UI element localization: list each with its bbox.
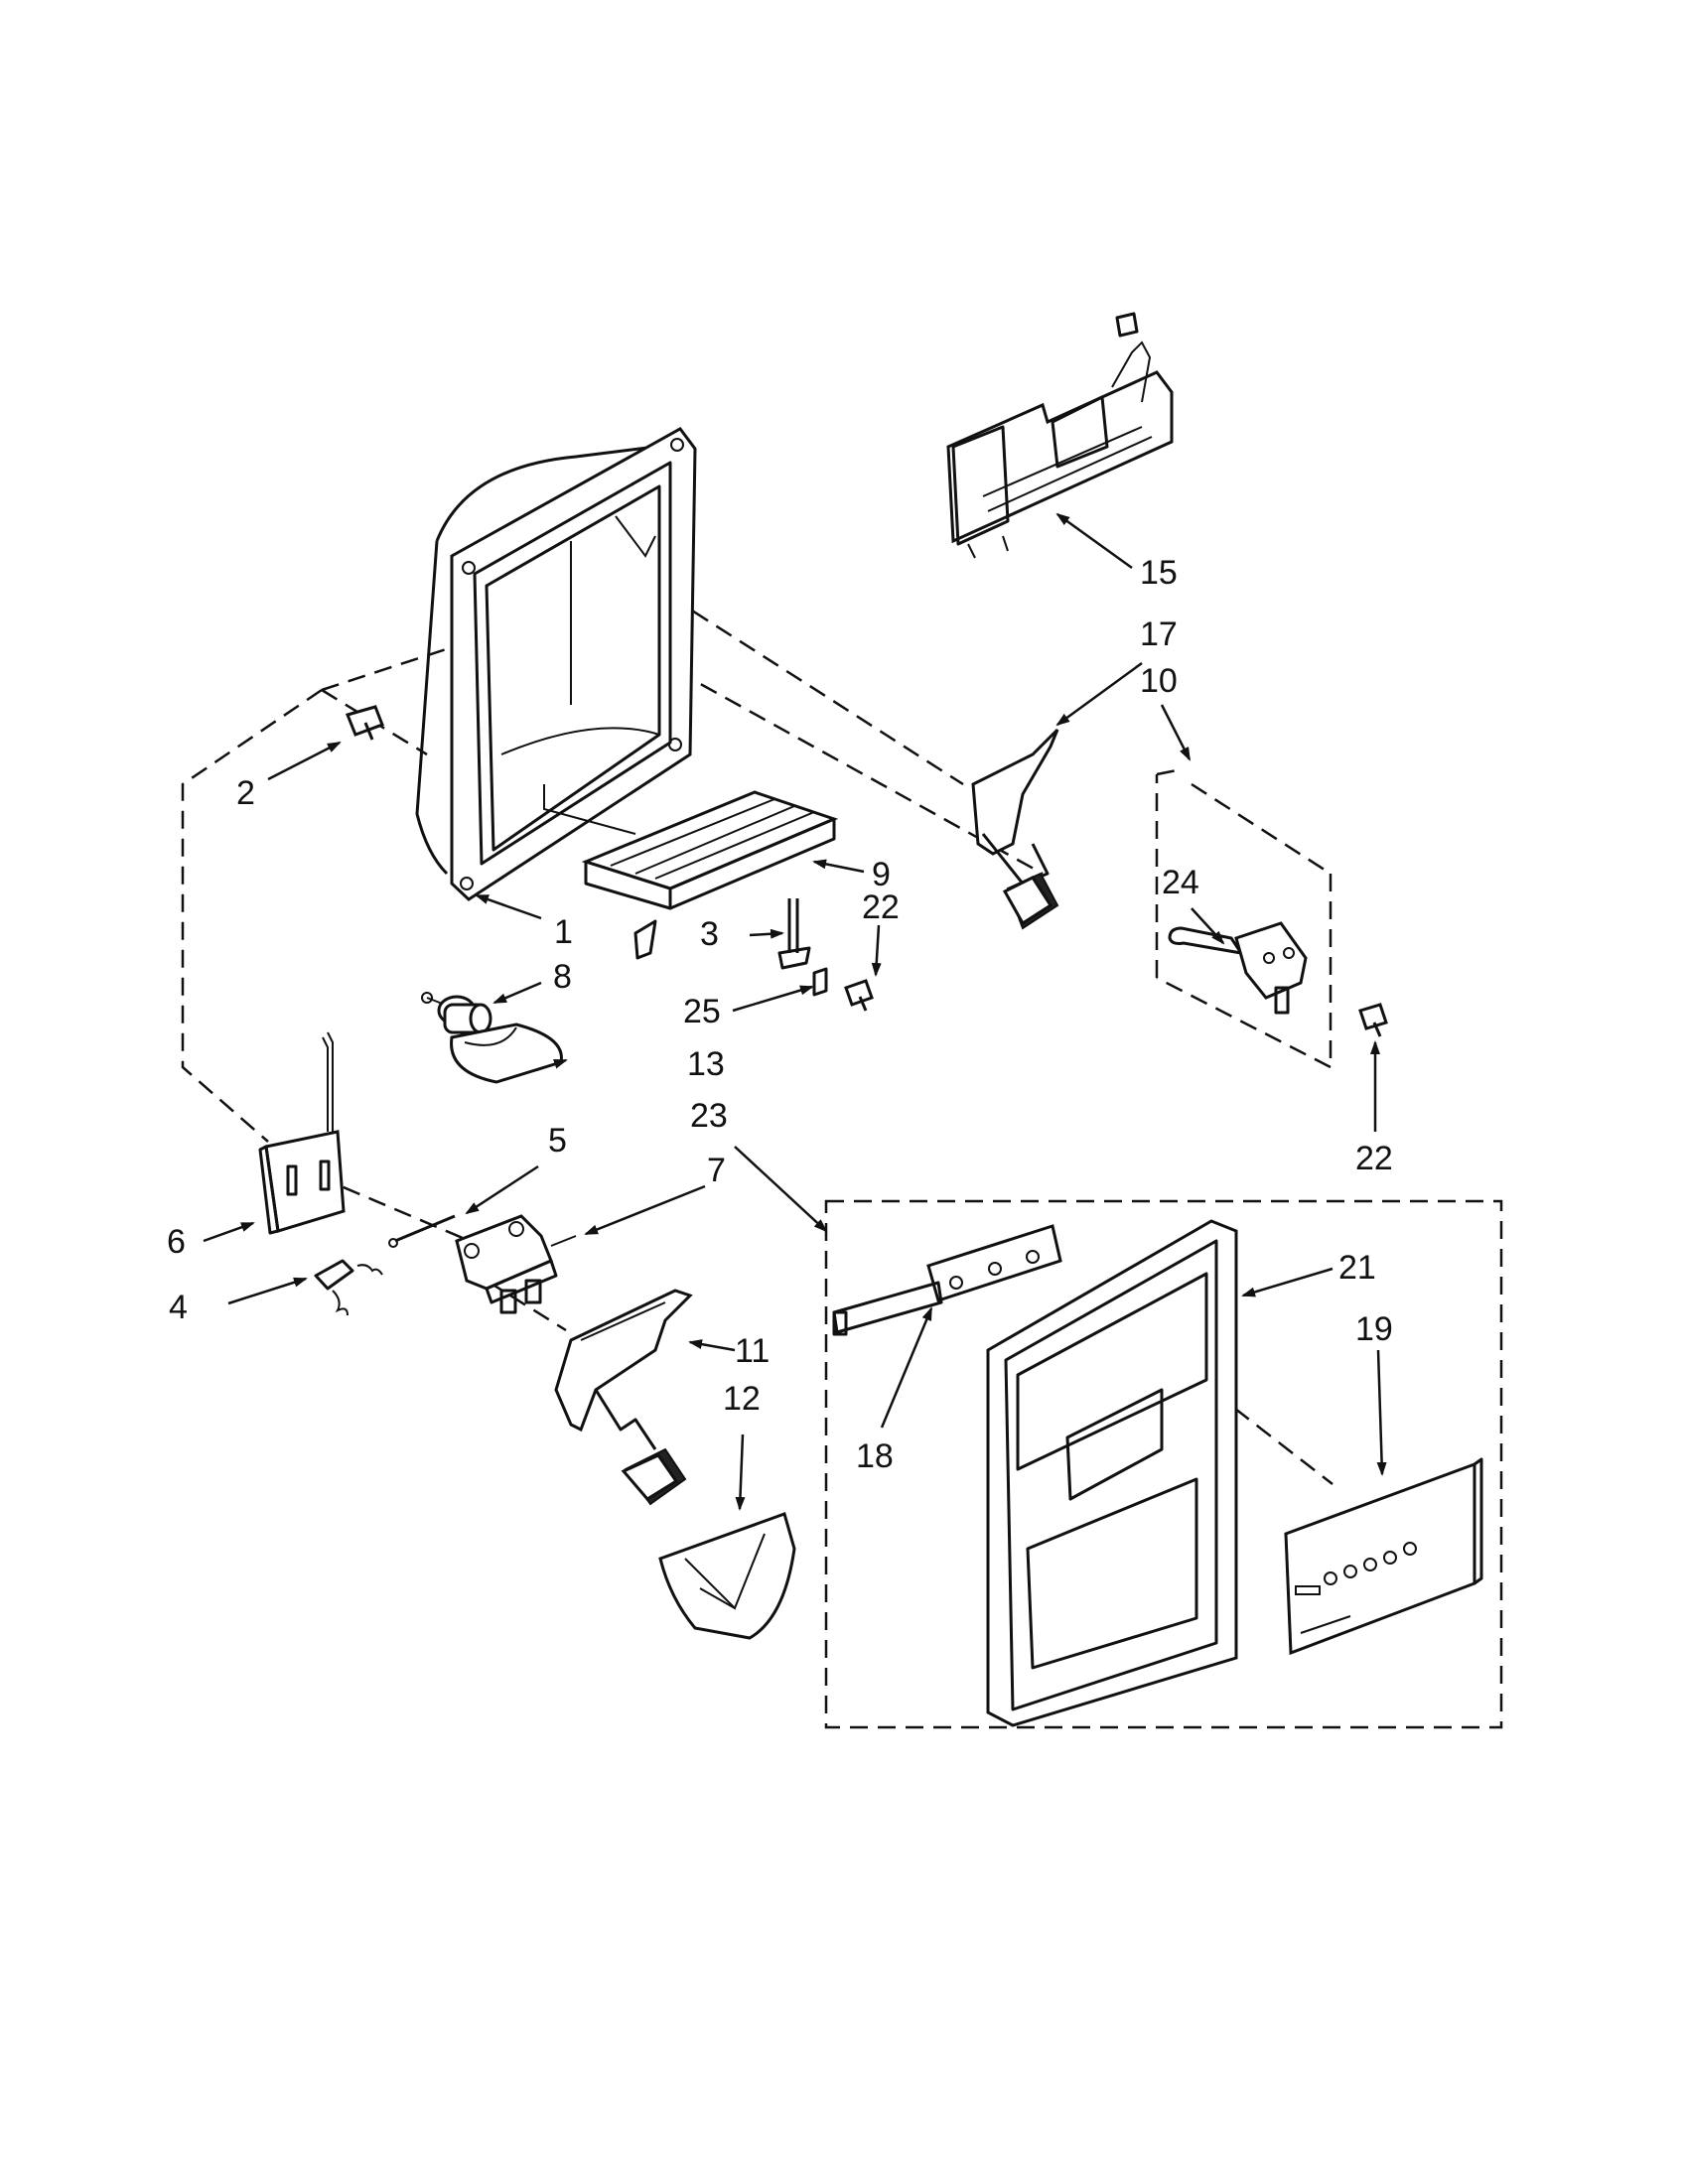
callout-17: 17 <box>1140 615 1178 653</box>
callout-4: 4 <box>169 1289 188 1326</box>
part-9-drip-tray <box>581 790 839 960</box>
callout-24: 24 <box>1162 864 1199 901</box>
part-4-spring <box>314 1259 383 1316</box>
part-25-clip <box>812 967 828 997</box>
callout-25: 25 <box>683 993 721 1030</box>
callout-7: 7 <box>707 1152 726 1189</box>
callout-5: 5 <box>548 1122 567 1160</box>
leader-lines <box>203 512 1387 1511</box>
part-22-screw-right <box>1358 1003 1388 1037</box>
callout-1: 1 <box>554 913 573 951</box>
part-21-front-panel <box>986 1219 1238 1727</box>
callout-13: 13 <box>687 1045 725 1083</box>
callout-11: 11 <box>735 1332 770 1370</box>
part-7-actuator <box>455 1214 577 1314</box>
callout-22-right: 22 <box>1355 1140 1393 1177</box>
callout-18: 18 <box>856 1437 894 1475</box>
callout-12: 12 <box>723 1380 761 1418</box>
part-22-screw-center <box>844 979 874 1012</box>
part-2-screw <box>345 705 384 741</box>
callout-19: 19 <box>1355 1310 1393 1348</box>
part-19-control-label <box>1284 1457 1483 1656</box>
part-24-arm <box>1168 921 1308 1015</box>
part-10-assembly-box <box>1155 767 1333 1069</box>
part-18-control-board <box>832 1224 1062 1336</box>
part-1-dispenser-housing <box>415 427 697 901</box>
callout-23: 23 <box>690 1097 728 1135</box>
part-17-ice-paddle <box>971 728 1059 930</box>
callout-2: 2 <box>236 774 255 812</box>
part-5-rod <box>388 1214 456 1248</box>
part-6-switch <box>258 1031 346 1235</box>
callout-8: 8 <box>553 958 572 996</box>
callout-15: 15 <box>1140 554 1178 592</box>
part-12-drip-cup <box>658 1512 796 1640</box>
callout-9: 9 <box>872 856 891 893</box>
part-3-lever-spring <box>777 898 811 970</box>
part-8-solenoid <box>421 992 492 1034</box>
callout-3: 3 <box>700 915 719 953</box>
part-11-water-paddle <box>554 1289 693 1506</box>
callout-21: 21 <box>1338 1249 1376 1287</box>
part-13-cover <box>450 1023 563 1084</box>
part-15-control-module <box>946 312 1174 559</box>
callout-22-center: 22 <box>862 888 900 926</box>
callout-10: 10 <box>1140 662 1178 700</box>
part-23-assembly-box <box>824 1199 1503 1729</box>
callout-6: 6 <box>167 1223 186 1261</box>
callout-labels: 1 2 3 4 5 6 7 8 9 10 11 12 13 15 17 18 1… <box>167 554 1393 1475</box>
